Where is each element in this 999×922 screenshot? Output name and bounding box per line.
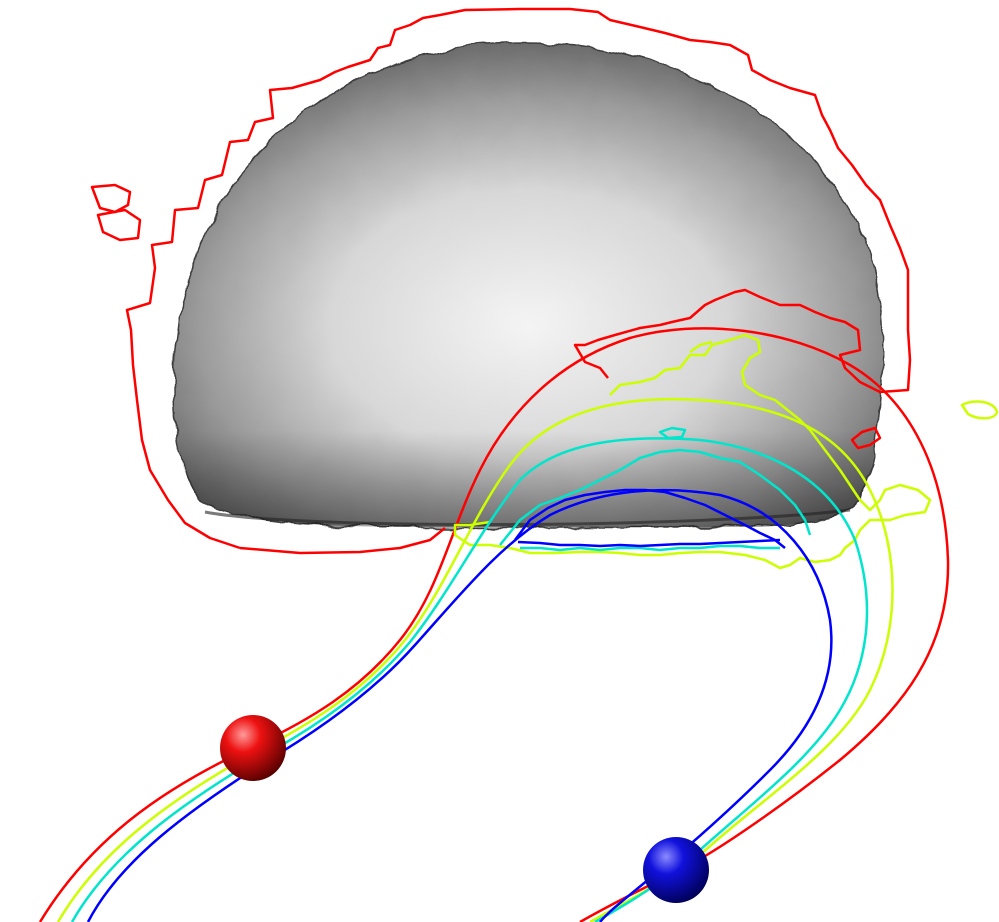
blue-sphere-electrode: [643, 837, 709, 903]
gray-3d-structure: [172, 42, 884, 528]
red-sphere-electrode: [220, 715, 286, 781]
blue-contour-lines: [86, 488, 833, 922]
cyan-contour-lines: [70, 426, 869, 922]
red-contour-lines: [38, 7, 950, 922]
